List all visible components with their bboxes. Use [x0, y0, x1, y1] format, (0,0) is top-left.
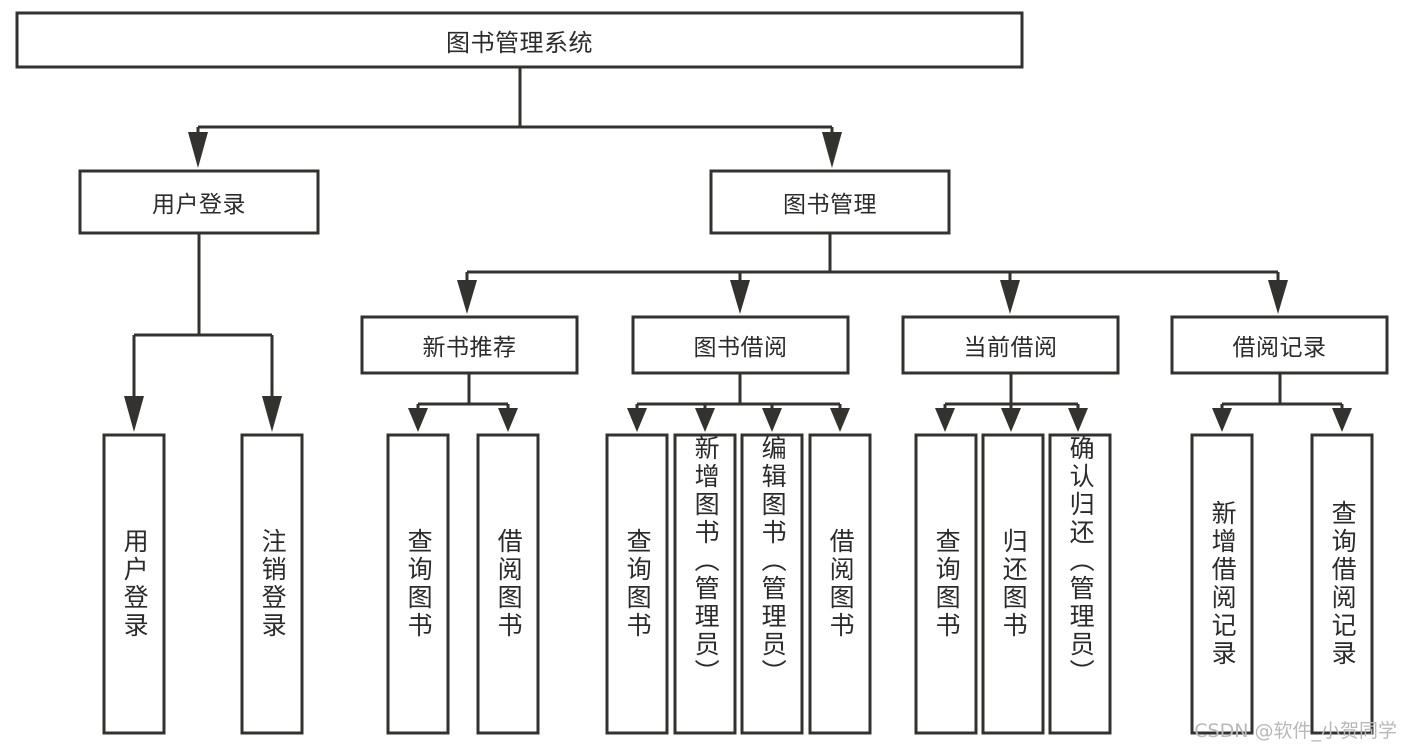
node-box-book-management[interactable] [709, 169, 951, 235]
node-label-root: 图书管理系统 [446, 28, 593, 57]
node-label-user-login: 用户登录 [152, 192, 246, 218]
leaf-box-user-login-action[interactable] [102, 433, 166, 735]
leaf-box-confirm-return[interactable] [1048, 433, 1112, 735]
leaf-label-edit-book: 编辑图书（管理员） [758, 435, 788, 687]
node-box-new-book-recommend[interactable] [360, 315, 579, 375]
leaf-label-add-book: 新增图书（管理员） [691, 435, 721, 687]
leaf-label-query-borrow-record: 查询借阅记录 [1328, 500, 1358, 668]
node-box-user-login[interactable] [78, 169, 320, 235]
leaf-box-edit-book[interactable] [740, 433, 804, 735]
arrow-to-borrow-book-1 [498, 408, 518, 432]
arrow-to-query-borrow-record [1332, 408, 1352, 432]
arrow-to-query-book-1 [408, 408, 428, 432]
leaf-label-return-book: 归还图书 [999, 528, 1029, 640]
leaf-box-query-book-1[interactable] [386, 433, 450, 735]
leaf-label-user-login-action: 用户登录 [120, 528, 150, 640]
node-box-root[interactable] [15, 11, 1024, 69]
arrow-to-borrow-book-2 [830, 408, 850, 432]
node-label-book-borrow: 图书借阅 [693, 335, 788, 361]
node-box-current-borrow[interactable] [901, 315, 1120, 375]
arrow-to-book-borrow [730, 280, 750, 314]
arrow-to-confirm-return [1068, 408, 1088, 432]
leaf-label-query-book-2: 查询图书 [623, 528, 653, 640]
leaf-label-borrow-book-1: 借阅图书 [494, 528, 524, 640]
arrow-to-query-book-3 [935, 408, 955, 432]
leaf-box-return-book[interactable] [981, 433, 1045, 735]
arrow-to-user-login-action [124, 396, 144, 432]
leaf-label-query-book-3: 查询图书 [932, 528, 962, 640]
arrow-to-add-borrow-record [1212, 408, 1232, 432]
node-label-current-borrow: 当前借阅 [963, 335, 1058, 361]
leaf-label-confirm-return: 确认归还（管理员） [1066, 435, 1096, 687]
leaf-box-borrow-book-2[interactable] [808, 433, 872, 735]
leaf-box-query-borrow-record[interactable] [1310, 433, 1374, 735]
leaf-box-user-logout-action[interactable] [240, 433, 304, 735]
arrow-to-add-book [695, 408, 715, 432]
arrow-to-query-book-2 [627, 408, 647, 432]
node-box-book-borrow[interactable] [631, 315, 850, 375]
arrow-to-borrow-record [1268, 280, 1288, 314]
arrow-to-user-logout-action [262, 396, 282, 432]
arrow-to-new-book-recommend [457, 280, 477, 314]
arrow-to-edit-book [762, 408, 782, 432]
leaf-box-query-book-3[interactable] [914, 433, 978, 735]
leaf-box-add-book[interactable] [673, 433, 737, 735]
leaf-label-query-book-1: 查询图书 [404, 528, 434, 640]
node-label-borrow-record: 借阅记录 [1232, 335, 1327, 361]
arrow-to-return-book [1001, 408, 1021, 432]
node-label-book-management: 图书管理 [783, 192, 877, 218]
leaf-label-borrow-book-2: 借阅图书 [826, 528, 856, 640]
arrow-to-book-management [822, 132, 842, 168]
leaf-box-query-book-2[interactable] [605, 433, 669, 735]
node-label-new-book-recommend: 新书推荐 [422, 335, 517, 361]
leaf-box-add-borrow-record[interactable] [1190, 433, 1254, 735]
leaf-label-user-logout-action: 注销登录 [258, 528, 288, 640]
leaf-box-borrow-book-1[interactable] [476, 433, 540, 735]
leaf-label-add-borrow-record: 新增借阅记录 [1208, 500, 1238, 668]
arrow-to-user-login [188, 132, 208, 168]
arrow-to-current-borrow [1000, 280, 1020, 314]
